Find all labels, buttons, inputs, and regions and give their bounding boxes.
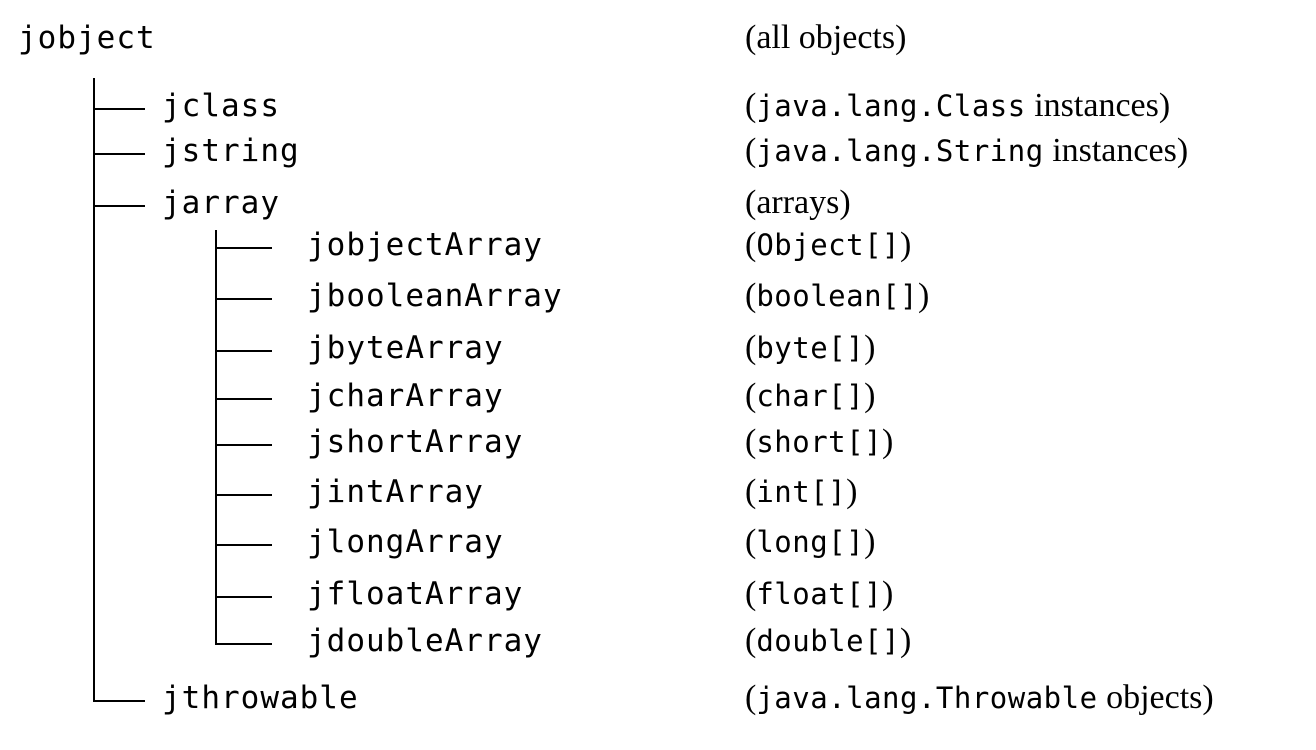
description-text-part: ( xyxy=(745,575,757,612)
description-text-part: (arrays) xyxy=(745,184,851,221)
description-text-part: ( xyxy=(745,523,757,560)
description-text-part: ) xyxy=(917,277,930,314)
level2-connector-jlongArray xyxy=(215,544,272,546)
description-text-part: ) xyxy=(864,523,876,560)
node-label-jobjectArray: jobjectArray xyxy=(307,227,543,263)
description-code-part: boolean[] xyxy=(756,279,918,313)
node-description-jclass: (java.lang.Class instances) xyxy=(745,89,1170,123)
description-text-part: ) xyxy=(900,226,912,263)
node-label-jclass: jclass xyxy=(162,88,280,124)
node-description-jcharArray: (char[]) xyxy=(745,379,875,413)
node-label-jshortArray: jshortArray xyxy=(307,424,524,460)
node-description-jshortArray: (short[]) xyxy=(745,425,893,459)
root-node-label: jobject xyxy=(18,20,156,56)
description-text-part: ( xyxy=(745,423,757,460)
description-text-part: ) xyxy=(882,575,894,612)
root-node-description: (all objects) xyxy=(745,21,906,55)
level2-connector-jbooleanArray xyxy=(215,298,272,300)
level2-connector-jintArray xyxy=(215,494,272,496)
description-text-part: ( xyxy=(745,622,757,659)
description-text-part: ( xyxy=(745,132,757,169)
node-label-jcharArray: jcharArray xyxy=(307,378,504,414)
level2-connector-jshortArray xyxy=(215,444,272,446)
node-description-jthrowable: (java.lang.Throwable objects) xyxy=(745,681,1214,715)
description-text-part: ( xyxy=(745,377,757,414)
description-code-part: char[] xyxy=(756,379,865,413)
description-text-part: ( xyxy=(745,277,757,314)
description-code-part: long[] xyxy=(756,525,865,559)
description-text-part: ( xyxy=(745,87,757,124)
node-description-jarray: (arrays) xyxy=(745,186,851,220)
level1-connector-jclass xyxy=(93,108,145,110)
description-text-part: ) xyxy=(864,329,876,366)
node-label-jbyteArray: jbyteArray xyxy=(307,330,504,366)
level2-connector-jfloatArray xyxy=(215,596,272,598)
level1-connector-jthrowable xyxy=(93,700,145,702)
description-code-part: java.lang.Class xyxy=(756,89,1026,123)
description-text-part: ) xyxy=(900,622,912,659)
description-text-part: objects) xyxy=(1097,679,1214,716)
level1-connector-jstring xyxy=(93,153,145,155)
description-text-part: ) xyxy=(846,473,858,510)
description-text-part: ( xyxy=(745,473,757,510)
node-description-jfloatArray: (float[]) xyxy=(745,577,893,611)
description-text-part: ) xyxy=(882,423,894,460)
description-text-part: ( xyxy=(745,329,757,366)
node-description-jlongArray: (long[]) xyxy=(745,525,875,559)
description-code-part: byte[] xyxy=(756,331,865,365)
description-text-part: ( xyxy=(745,679,757,716)
node-label-jstring: jstring xyxy=(162,133,300,169)
description-code-part: Object[] xyxy=(756,228,901,262)
description-text-part: ( xyxy=(745,226,757,263)
level1-connector-jarray xyxy=(93,205,145,207)
node-description-jdoubleArray: (double[]) xyxy=(745,624,911,658)
node-label-jarray: jarray xyxy=(162,185,280,221)
level2-connector-jdoubleArray xyxy=(215,643,272,645)
level2-connector-jobjectArray xyxy=(215,247,272,249)
node-label-jbooleanArray: jbooleanArray xyxy=(307,278,563,314)
level2-connector-jbyteArray xyxy=(215,350,272,352)
node-description-jbooleanArray: (boolean[]) xyxy=(745,279,929,313)
level2-trunk-line xyxy=(215,230,217,644)
node-description-jstring: (java.lang.String instances) xyxy=(745,134,1188,168)
description-code-part: int[] xyxy=(756,475,847,509)
description-code-part: java.lang.Throwable xyxy=(756,681,1098,715)
node-label-jlongArray: jlongArray xyxy=(307,524,504,560)
description-code-part: java.lang.String xyxy=(756,134,1044,168)
description-code-part: float[] xyxy=(756,577,883,611)
node-label-jintArray: jintArray xyxy=(307,474,484,510)
level2-connector-jcharArray xyxy=(215,398,272,400)
node-label-jthrowable: jthrowable xyxy=(162,680,359,716)
node-description-jobjectArray: (Object[]) xyxy=(745,228,911,262)
level1-trunk-line xyxy=(93,78,95,701)
description-code-part: short[] xyxy=(756,425,883,459)
description-code-part: double[] xyxy=(756,624,901,658)
node-description-jbyteArray: (byte[]) xyxy=(745,331,875,365)
description-text-part: instances) xyxy=(1043,132,1189,169)
node-label-jdoubleArray: jdoubleArray xyxy=(307,623,543,659)
description-text-part: (all objects) xyxy=(745,19,907,56)
node-label-jfloatArray: jfloatArray xyxy=(307,576,524,612)
description-text-part: instances) xyxy=(1025,87,1171,124)
description-text-part: ) xyxy=(864,377,876,414)
node-description-jintArray: (int[]) xyxy=(745,475,857,509)
